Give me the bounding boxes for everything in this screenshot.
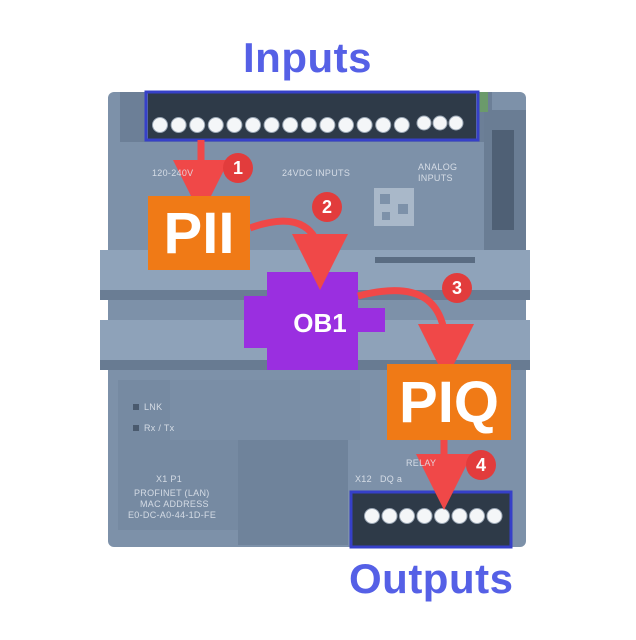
terminal-screw — [432, 115, 448, 131]
analog-text: ANALOG — [418, 162, 458, 172]
terminal-screw — [486, 508, 503, 524]
dq-a-text: DQ a — [380, 474, 403, 484]
terminal-screw — [300, 117, 317, 133]
terminal-screw — [263, 117, 280, 133]
outputs-heading: Outputs — [349, 555, 514, 602]
terminal-screw — [170, 117, 187, 133]
pii-tag: PII — [148, 196, 250, 270]
arrow-pii-to-ob1 — [248, 217, 348, 290]
terminal-screw — [356, 117, 373, 133]
profinet-text: PROFINET (LAN) — [134, 488, 210, 498]
terminal-screw — [399, 508, 415, 524]
output-screws — [364, 508, 503, 524]
step-badge-1: 1 — [223, 153, 253, 183]
input-voltage-text: 120-240V — [152, 168, 194, 178]
analog-inputs-text: INPUTS — [418, 173, 453, 183]
step-badge-4: 4 — [466, 450, 496, 480]
inputs-heading: Inputs — [243, 34, 372, 81]
terminal-screw — [416, 508, 433, 524]
rx-tx-text: Rx / Tx — [144, 423, 175, 433]
piq-tag: PIQ — [387, 364, 511, 440]
mac-label-text: MAC ADDRESS — [140, 499, 209, 509]
terminal-screw — [381, 508, 398, 524]
terminal-screw — [416, 115, 432, 131]
ob1-label: OB1 — [293, 307, 347, 338]
terminal-screw — [451, 508, 468, 524]
arrow-ob1-to-piq — [357, 287, 474, 380]
terminal-screw — [282, 117, 299, 133]
lnk-text: LNK — [144, 402, 163, 412]
terminal-screw — [393, 117, 410, 133]
x12-text: X12 — [355, 474, 372, 484]
port-text: X1 P1 — [156, 474, 183, 484]
step-badge-3: 3 — [442, 273, 472, 303]
terminal-screw — [375, 117, 392, 133]
terminal-screw — [434, 508, 450, 524]
terminal-screw — [448, 115, 464, 131]
step-badge-2: 2 — [312, 192, 342, 222]
mac-value-text: E0-DC-A0-44-1D-FE — [128, 510, 217, 520]
terminal-screw — [189, 117, 206, 133]
terminal-screw — [364, 508, 380, 524]
terminal-screw — [152, 117, 168, 133]
terminal-screw — [469, 508, 485, 524]
terminal-screw — [226, 117, 243, 133]
terminal-screw — [338, 117, 354, 133]
terminal-screw — [319, 117, 336, 133]
input-screws — [152, 115, 464, 133]
relay-text: RELAY — [406, 458, 437, 468]
input-type-text: 24VDC INPUTS — [282, 168, 351, 178]
terminal-screw — [245, 117, 261, 133]
inputs-highlight-box — [144, 90, 480, 142]
terminal-screw — [207, 117, 224, 133]
